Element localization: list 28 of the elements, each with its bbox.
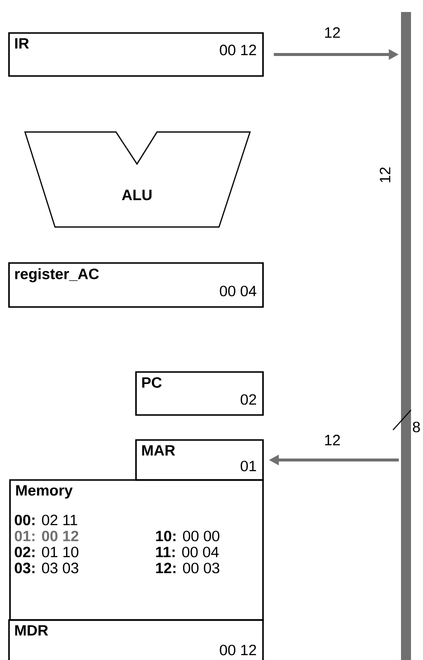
register-name: IR — [15, 38, 29, 49]
register-value: 00 12 — [220, 644, 256, 656]
memory-box — [9, 479, 264, 621]
register-name: Memory — [16, 485, 73, 499]
register-value: 00 04 — [220, 286, 256, 296]
memory-cell: 02: 01 10 — [14, 546, 78, 558]
edge-label: 12 — [322, 434, 342, 446]
register-name: register_AC — [15, 268, 99, 282]
register-box — [8, 619, 264, 660]
register-box — [8, 32, 264, 77]
register-box — [8, 262, 264, 308]
register-name: PC — [142, 377, 162, 388]
register-box — [135, 371, 264, 416]
memory-cell: 12: 00 03 — [156, 562, 220, 574]
register-value: 01 — [240, 460, 256, 472]
memory-cell: 10: 00 00 — [156, 530, 220, 542]
edge-label: 12 — [322, 26, 342, 39]
memory-cell: 01: 00 12 — [14, 530, 78, 542]
memory-cell: 03: 03 03 — [14, 562, 78, 574]
register-box — [135, 439, 264, 481]
bus-width-label: 12 — [380, 167, 390, 182]
bus-bar — [401, 12, 411, 660]
register-value: 02 — [240, 394, 256, 405]
register-name: MDR — [15, 625, 48, 636]
register-value: 00 12 — [220, 44, 256, 56]
memory-cell: 11: 00 04 — [156, 546, 219, 558]
memory-cell: 00: 02 11 — [14, 514, 78, 526]
register-name: MAR — [142, 445, 176, 456]
